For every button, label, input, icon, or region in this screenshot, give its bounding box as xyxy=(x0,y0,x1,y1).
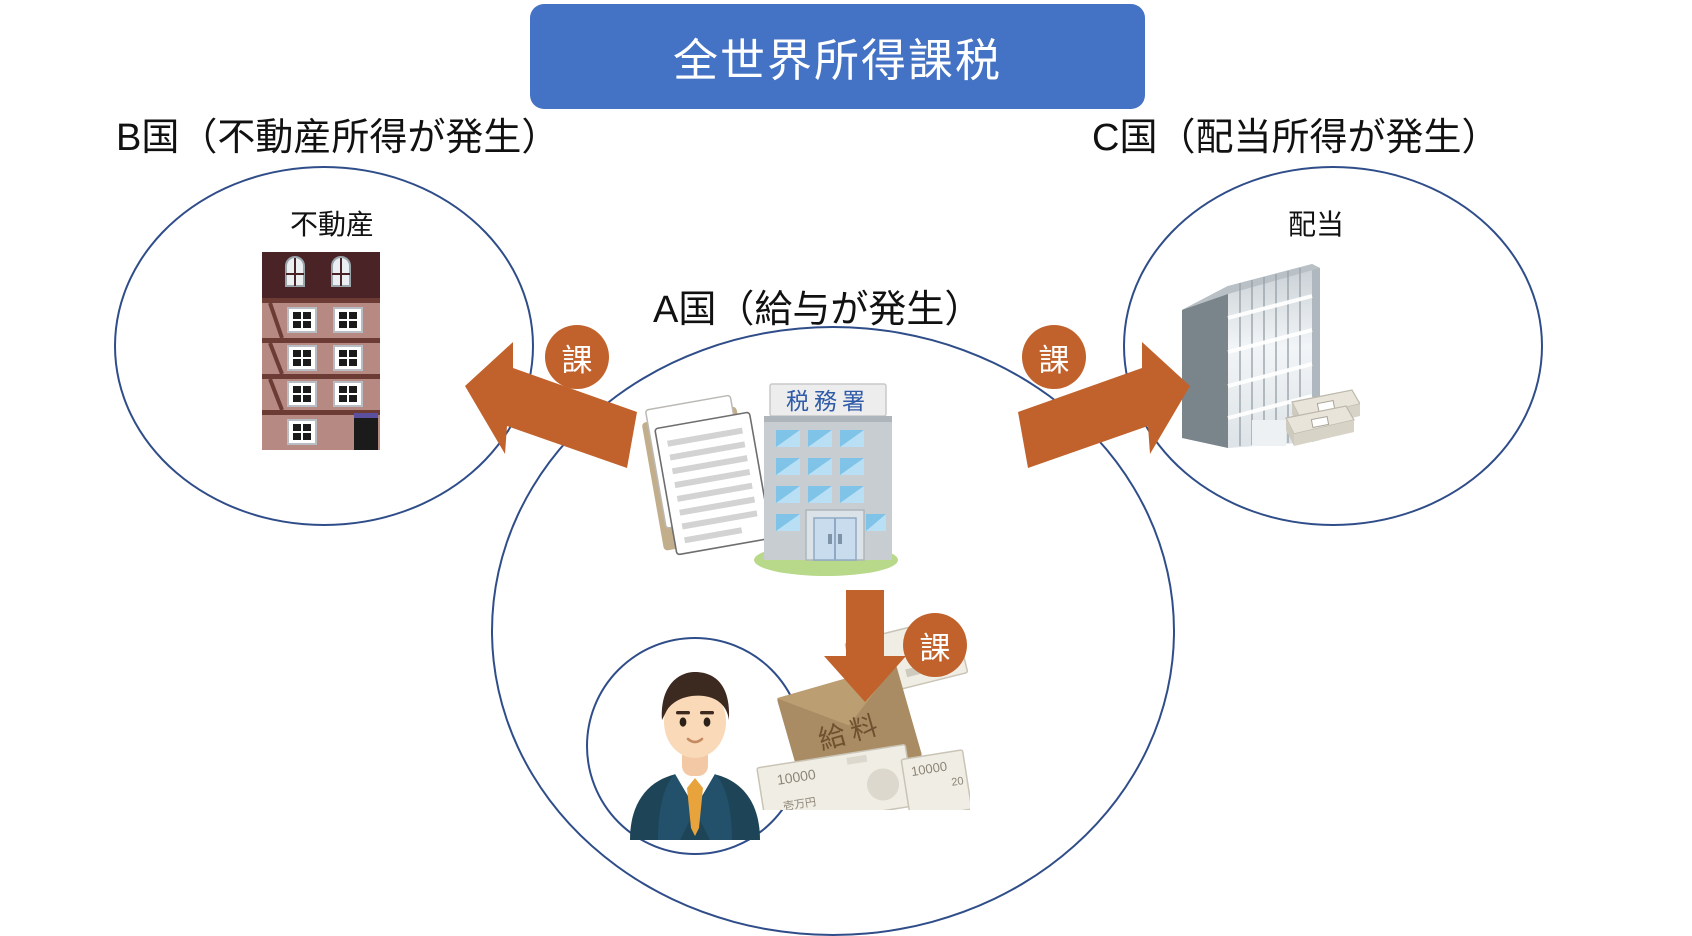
svg-text:10000: 10000 xyxy=(910,759,948,779)
tax-badge-country-c: 課 xyxy=(1022,325,1086,389)
tax-office-sign-text: 税務署 xyxy=(786,388,870,414)
tax-badge-country-c-label: 課 xyxy=(1038,342,1070,378)
svg-text:20: 20 xyxy=(951,775,965,789)
tax-badge-country-a-label: 課 xyxy=(919,630,951,666)
country-b-heading: B国（不動産所得が発生） xyxy=(116,117,560,159)
tax-badge-country-b-label: 課 xyxy=(561,342,593,378)
country-a-circle xyxy=(491,326,1175,936)
tax-arrow-to-country-c xyxy=(1018,342,1190,468)
real-estate-label: 不動産 xyxy=(290,209,375,240)
person-avatar-icon xyxy=(630,672,760,840)
page-title: 全世界所得課税 xyxy=(672,35,1002,86)
country-c-circle xyxy=(1123,166,1543,526)
real-estate-building-icon xyxy=(262,252,380,450)
tax-office-illustration: 税務署 xyxy=(642,383,898,576)
country-b-circle xyxy=(114,166,534,526)
country-a-heading: A国（給与が発生） xyxy=(653,289,983,331)
tax-badge-country-b: 課 xyxy=(545,325,609,389)
office-tower-icon xyxy=(1182,264,1360,448)
tax-arrow-to-salary xyxy=(824,590,906,702)
dividend-label: 配当 xyxy=(1288,209,1345,240)
title-banner: 全世界所得課税 xyxy=(530,4,1145,109)
tax-badge-country-a: 課 xyxy=(903,613,967,677)
banknote-denomination: 10000 xyxy=(776,766,817,788)
tax-arrow-to-country-b xyxy=(465,342,637,468)
country-c-heading: C国（配当所得が発生） xyxy=(1092,117,1500,159)
